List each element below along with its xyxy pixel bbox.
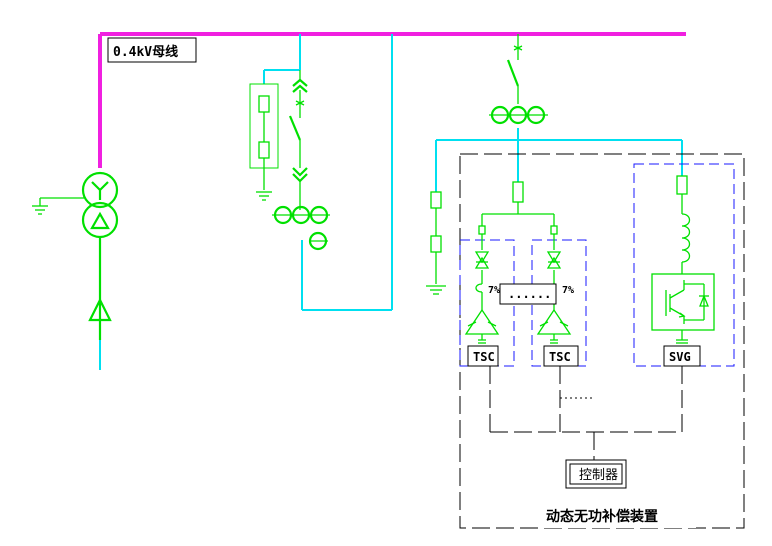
- igbt-icon: [651, 273, 715, 331]
- thyristor-icon: [546, 251, 562, 269]
- bus-label: 0.4kV母线: [113, 44, 178, 60]
- transformer-icon: [81, 171, 119, 239]
- ellipsis-label: ......: [508, 287, 551, 301]
- current-transformer-icon: [272, 205, 330, 251]
- ground-icon: [426, 285, 446, 295]
- device-label-box: [540, 502, 696, 528]
- breaker-icon: [506, 59, 520, 87]
- capacitor-icon: [464, 308, 500, 344]
- reactor-icon: [475, 283, 483, 293]
- disconnect-plug-icon: [292, 167, 308, 183]
- capacitor-icon: [536, 308, 572, 344]
- device-label: 动态无功补偿装置: [546, 508, 658, 525]
- tsc-left-label-box: [467, 345, 499, 367]
- reactor-right-label: 7%: [562, 285, 574, 296]
- fuse-icon: [249, 83, 279, 169]
- ground-icon: [256, 191, 272, 201]
- controller-label: 控制器: [579, 468, 618, 483]
- reactor-icon: [681, 213, 691, 263]
- current-transformer-icon: [489, 105, 548, 125]
- fuse-icon: [512, 181, 524, 203]
- controller-box: [565, 459, 627, 489]
- fuse-icon: [676, 175, 688, 195]
- tsc-right-label: TSC: [549, 350, 571, 364]
- fuse-icon: [430, 191, 442, 209]
- tsc-right-label-box: [543, 345, 579, 367]
- bus-label-box: [107, 37, 197, 63]
- ground-icon: [32, 198, 48, 215]
- arrester-icon: [88, 297, 112, 340]
- breaker-icon: [288, 115, 302, 141]
- svg-label: SVG: [669, 350, 691, 364]
- thyristor-icon: [474, 251, 490, 269]
- tsc-left-label: TSC: [473, 350, 495, 364]
- reactor-left-label: 7%: [488, 285, 500, 296]
- ellipsis-box: [499, 283, 557, 305]
